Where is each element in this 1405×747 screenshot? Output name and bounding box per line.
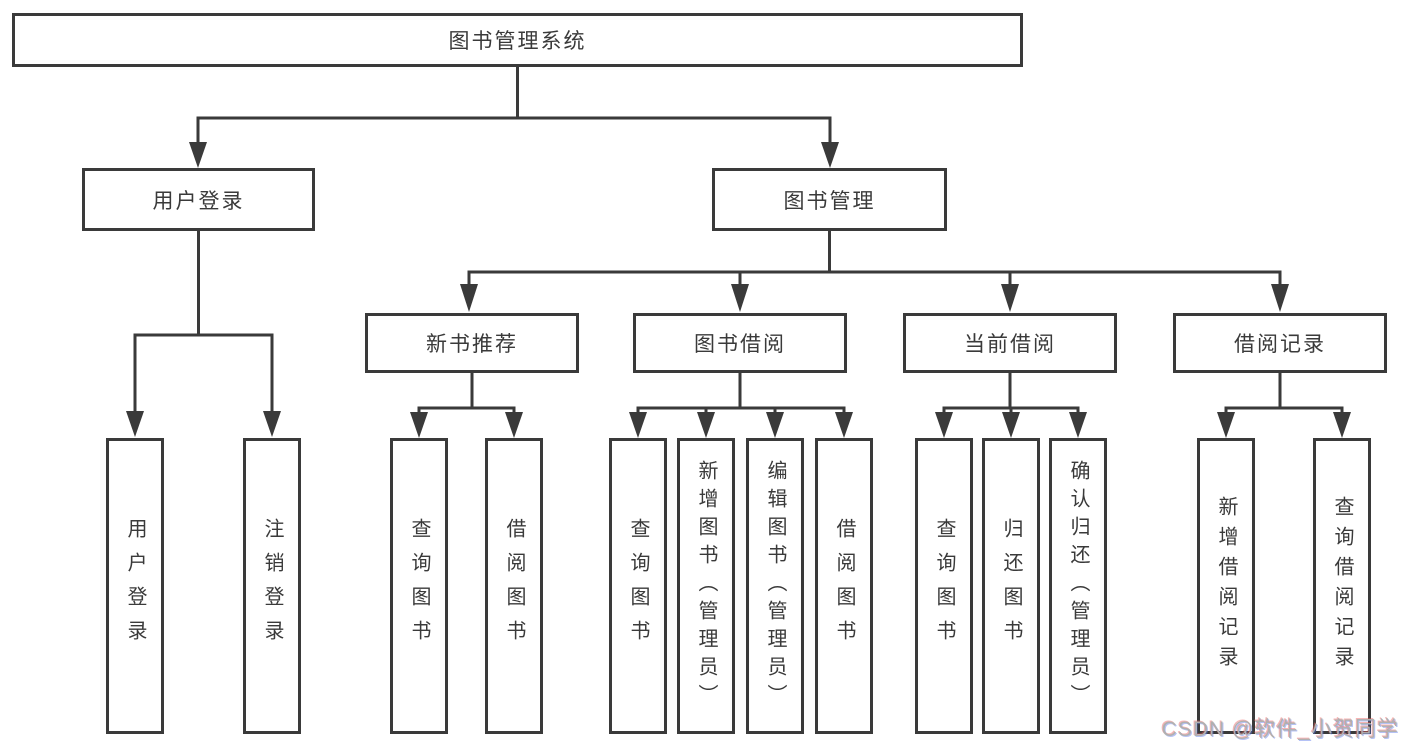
node-root: 图书管理系统 [12,13,1023,67]
arrowhead-icon [731,284,749,312]
arrowhead-icon [505,412,523,438]
arrowhead-icon [1002,412,1020,438]
arrowhead-icon [766,412,784,438]
node-current-borrowing: 当前借阅 [903,313,1117,373]
node-leaf-edit-books-admin: 编辑图书（管理员） [746,438,804,734]
connector-current-borrow [942,371,1080,418]
arrowhead-icon [189,142,207,168]
leaf-label: 注销登录 [261,518,283,654]
node-leaf-user-login: 用户登录 [106,438,164,734]
node-leaf-add-books-admin: 新增图书（管理员） [677,438,735,734]
node-book-management: 图书管理 [712,168,947,231]
arrowhead-icon [1271,284,1289,312]
node-leaf-query-books-2: 查询图书 [609,438,667,734]
arrowhead-icon [263,411,281,437]
node-leaf-query-books-3: 查询图书 [915,438,973,734]
leaf-label: 查询图书 [408,518,430,654]
leaf-label: 确认归还（管理员） [1067,460,1089,712]
connector-root [196,67,832,146]
arrowhead-icon [1069,412,1087,438]
arrowhead-icon [460,284,478,312]
leaf-label: 查询图书 [933,518,955,654]
node-leaf-query-borrow-record: 查询借阅记录 [1313,438,1371,734]
arrowhead-icon [629,412,647,438]
leaf-label: 用户登录 [124,518,146,654]
node-new-book-recommendation: 新书推荐 [365,313,579,373]
leaf-label: 新增借阅记录 [1215,496,1237,676]
arrowhead-icon [1001,284,1019,312]
node-leaf-confirm-return-admin: 确认归还（管理员） [1049,438,1107,734]
leaf-label: 查询图书 [627,518,649,654]
leaf-label: 归还图书 [1000,518,1022,654]
leaf-label: 编辑图书（管理员） [764,460,786,712]
connector-book-borrow [636,371,846,418]
leaf-label: 新增图书（管理员） [695,460,717,712]
arrowhead-icon [1333,412,1351,438]
node-book-borrowing: 图书借阅 [633,313,847,373]
node-leaf-borrow-books-1: 借阅图书 [485,438,543,734]
node-leaf-query-books-1: 查询图书 [390,438,448,734]
arrowhead-icon [410,412,428,438]
leaf-label: 借阅图书 [833,518,855,654]
leaf-label: 借阅图书 [503,518,525,654]
node-user-login: 用户登录 [82,168,315,231]
node-leaf-borrow-books-2: 借阅图书 [815,438,873,734]
arrowhead-icon [935,412,953,438]
leaf-label: 查询借阅记录 [1331,496,1353,676]
arrowhead-icon [1217,412,1235,438]
connector-borrow-record [1224,371,1344,418]
arrowhead-icon [126,411,144,437]
arrowhead-icon [835,412,853,438]
node-leaf-return-books: 归还图书 [982,438,1040,734]
arrowhead-icon [821,142,839,168]
node-leaf-add-borrow-record: 新增借阅记录 [1197,438,1255,734]
csdn-watermark: CSDN @软件_小贺同学 [1161,718,1399,741]
arrowhead-icon [697,412,715,438]
node-borrowing-records: 借阅记录 [1173,313,1387,373]
node-leaf-logout: 注销登录 [243,438,301,734]
connector-new-book-rec [417,371,516,418]
connector-book-mgmt [467,231,1282,288]
connector-user-login [133,231,274,416]
